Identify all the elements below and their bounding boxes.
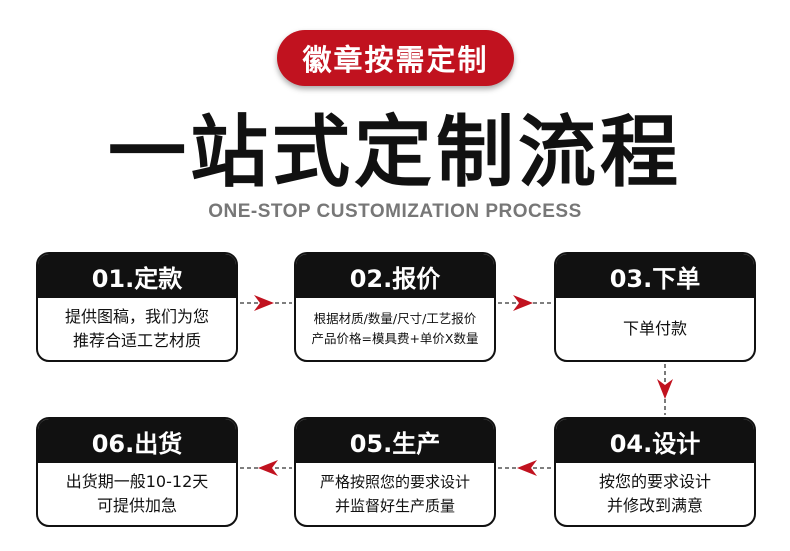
step-description: 出货期一般10-12天 可提供加急 [38, 463, 236, 525]
step-card-quote: 02.报价 根据材质/数量/尺寸/工艺报价 产品价格=模具费+单价X数量 [294, 252, 496, 362]
page-subtitle: ONE-STOP CUSTOMIZATION PROCESS [208, 201, 582, 222]
step-card-design: 04.设计 按您的要求设计 并修改到满意 [554, 417, 756, 527]
step-title: 05.生产 [296, 419, 494, 463]
step-card-production: 05.生产 严格按照您的要求设计 并监督好生产质量 [294, 417, 496, 527]
step-desc-line: 严格按照您的要求设计 [319, 473, 470, 491]
step-title: 06.出货 [38, 419, 236, 463]
step-desc-line: 出货期一般10-12天 [65, 472, 209, 491]
step-desc-line: 推荐合适工艺材质 [72, 331, 201, 350]
right-arrow-icon [498, 295, 552, 311]
step-title: 04.设计 [556, 419, 754, 463]
step-title: 03.下单 [556, 254, 754, 298]
page-title: 一站式定制流程 [107, 108, 682, 198]
step-description: 根据材质/数量/尺寸/工艺报价 产品价格=模具费+单价X数量 [296, 298, 494, 360]
step-desc-line: 并监督好生产质量 [334, 497, 455, 515]
step-desc-line: 并修改到满意 [606, 496, 703, 515]
left-arrow-icon [498, 460, 552, 476]
step-description: 提供图稿，我们为您 推荐合适工艺材质 [38, 298, 236, 360]
step-title: 01.定款 [38, 254, 236, 298]
category-badge: 徽章按需定制 [277, 30, 514, 86]
step-description: 严格按照您的要求设计 并监督好生产质量 [296, 463, 494, 525]
down-arrow-icon [657, 364, 673, 415]
step-title: 02.报价 [296, 254, 494, 298]
step-desc-line: 按您的要求设计 [598, 472, 711, 491]
step-description: 下单付款 [556, 298, 754, 360]
step-desc-line: 下单付款 [622, 319, 687, 338]
step-description: 按您的要求设计 并修改到满意 [556, 463, 754, 525]
step-card-order: 03.下单 下单付款 [554, 252, 756, 362]
step-card-shipping: 06.出货 出货期一般10-12天 可提供加急 [36, 417, 238, 527]
step-desc-line: 可提供加急 [96, 496, 177, 515]
step-desc-line: 产品价格=模具费+单价X数量 [311, 331, 479, 346]
step-desc-line: 提供图稿，我们为您 [64, 307, 209, 326]
step-desc-line: 根据材质/数量/尺寸/工艺报价 [313, 311, 477, 326]
right-arrow-icon [240, 295, 292, 311]
step-card-define-style: 01.定款 提供图稿，我们为您 推荐合适工艺材质 [36, 252, 238, 362]
left-arrow-icon [240, 460, 292, 476]
